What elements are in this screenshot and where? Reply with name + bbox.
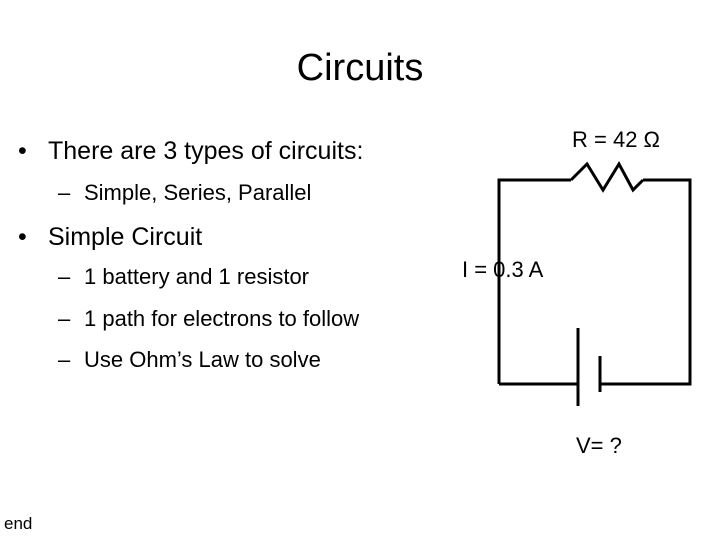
end-link[interactable]: end [4,514,33,533]
subbullet-text: 1 path for electrons to follow [84,306,360,331]
wire-top-right [600,178,692,386]
dash-icon: – [58,347,71,372]
subbullet-types: –Simple, Series, Parallel [58,180,311,206]
dash-icon: – [58,264,71,289]
wire-top-left [497,178,571,384]
resistor-symbol [569,160,645,193]
slide-title: Circuits [296,47,424,89]
resistance-label: R = 42 Ω [572,127,660,152]
bullet-dot: • [18,137,27,165]
subbullet-text: 1 battery and 1 resistor [84,264,310,289]
bullet-circuit-types: • There are 3 types of circuits: [18,136,363,166]
subbullet-path: –1 path for electrons to follow [58,306,359,332]
bullet-text: There are 3 types of circuits: [48,137,364,165]
subbullet-text: Use Ohm’s Law to solve [84,347,321,372]
bullet-dot: • [18,223,27,251]
dash-icon: – [58,180,71,205]
bullet-simple-circuit: • Simple Circuit [18,222,202,252]
voltage-label: V= ? [576,433,622,458]
bullet-text: Simple Circuit [48,223,203,251]
subbullet-battery: –1 battery and 1 resistor [58,264,309,290]
dash-icon: – [58,306,71,331]
subbullet-text: Simple, Series, Parallel [84,180,312,205]
subbullet-ohms-law: –Use Ohm’s Law to solve [58,347,321,373]
current-label: I = 0.3 A [462,257,544,282]
